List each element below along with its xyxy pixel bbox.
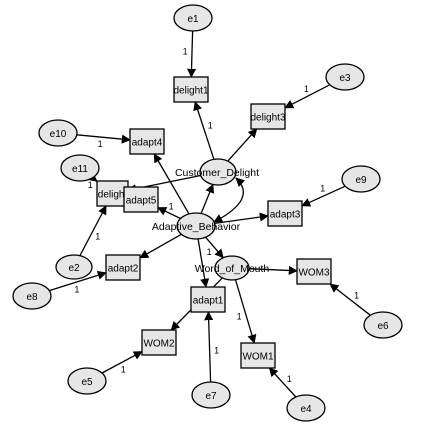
- indicator-label-WOM1: WOM1: [242, 352, 274, 363]
- indicator-label-adapt1: adapt1: [193, 296, 224, 307]
- indicator-label-WOM3: WOM3: [298, 268, 330, 279]
- indicator-label-adapt5: adapt5: [126, 196, 157, 207]
- error-ellipse-e7: [191, 381, 231, 409]
- error-ellipse-e2: [55, 254, 93, 280]
- loading-path-Customer_Delight-delight1: [193, 101, 215, 160]
- indicator-label-delight3: delight3: [250, 113, 285, 124]
- error-label-e5: e5: [81, 377, 93, 388]
- error-ellipse-e5: [67, 367, 107, 395]
- error-path-e2-delight2: [79, 205, 107, 257]
- error-path-e1-delight1: [186, 30, 197, 78]
- error-label-e3: e3: [339, 73, 351, 84]
- error-path-e4-WOM1: [268, 367, 297, 398]
- error-path-e8-adapt2-label: 1: [74, 284, 79, 294]
- loading-path-Word_of_Mouth-WOM1: [234, 279, 257, 344]
- indicator-box-adapt2: [105, 254, 141, 281]
- structural-path-Adaptive_Behavior-Customer_Delight: [200, 183, 215, 214]
- indicator-box-adapt3: [267, 200, 303, 227]
- latent-ellipse-Customer_Delight: [199, 158, 237, 186]
- latent-ellipse-Word_of_Mouth: [214, 255, 250, 281]
- error-ellipse-e6: [363, 311, 403, 339]
- indicator-label-adapt2: adapt2: [108, 264, 139, 275]
- loading-path-Adaptive_Behavior-adapt4: [153, 153, 190, 215]
- error-path-e3-delight3-label: 1: [304, 84, 309, 94]
- error-path-e5-WOM2: [101, 351, 143, 374]
- loading-path-Adaptive_Behavior-adapt1: [197, 238, 210, 288]
- structural-path-Adaptive_Behavior-Word_of_Mouth: [205, 236, 224, 259]
- indicator-box-delight3: [250, 103, 286, 130]
- latent-label-Customer_Delight: Customer_Delight: [175, 167, 259, 179]
- error-label-e2: e2: [68, 263, 80, 274]
- error-path-e9-adapt3: [301, 185, 346, 207]
- error-path-e6-WOM3-label: 1: [354, 291, 359, 301]
- structural-path-Adaptive_Behavior-Word_of_Mouth-label: 1: [207, 247, 212, 257]
- loading-path-Customer_Delight-delight1-label: 1: [208, 121, 213, 131]
- error-path-e11-delight2: [87, 172, 98, 182]
- error-ellipse-e8: [12, 282, 52, 310]
- latent-label-Adaptive_Behavior: Adaptive_Behavior: [152, 221, 241, 233]
- error-path-e1-delight1-label: 1: [183, 47, 188, 57]
- indicator-label-delight2: delight: [98, 190, 128, 201]
- indicator-box-WOM1: [240, 342, 276, 369]
- error-label-e9: e9: [355, 175, 367, 186]
- error-path-e6-WOM3: [329, 283, 371, 316]
- indicator-label-delight1: delight1: [173, 86, 208, 97]
- error-label-e8: e8: [26, 292, 38, 303]
- error-label-e7: e7: [205, 391, 217, 402]
- error-ellipse-e10: [38, 119, 78, 147]
- indicator-box-adapt5: [123, 186, 159, 213]
- covariance-Customer_Delight-Adaptive_Behavior: [213, 177, 246, 223]
- indicator-box-adapt4: [129, 128, 165, 155]
- error-label-e11: e11: [72, 164, 88, 175]
- indicator-box-adapt1: [190, 286, 226, 313]
- indicator-label-adapt3: adapt3: [270, 210, 301, 221]
- error-path-e10-adapt4: [76, 134, 131, 144]
- loading-path-Adaptive_Behavior-adapt2: [139, 233, 182, 259]
- error-path-e5-WOM2-label: 1: [121, 365, 126, 375]
- error-label-e1: e1: [187, 14, 199, 25]
- error-path-e11-delight2-label: 1: [88, 180, 93, 190]
- error-path-e2-delight2-label: 1: [95, 232, 100, 242]
- error-path-e4-WOM1-label: 1: [287, 374, 292, 384]
- error-path-e3-delight3: [284, 84, 331, 109]
- error-ellipse-e3: [325, 63, 365, 91]
- error-path-e7-adapt1-label: 1: [214, 345, 219, 355]
- error-ellipse-e4: [286, 394, 326, 422]
- error-path-e8-adapt2: [49, 270, 107, 292]
- error-path-e7-adapt1: [204, 311, 214, 383]
- loading-path-Word_of_Mouth-WOM3: [248, 265, 298, 275]
- indicator-box-WOM2: [141, 329, 177, 356]
- error-label-e4: e4: [300, 404, 312, 415]
- latent-label-Word_of_Mouth: Word_of_Mouth: [195, 263, 270, 275]
- error-label-e10: e10: [50, 129, 67, 140]
- error-ellipse-e11: [60, 154, 100, 182]
- error-ellipse-e9: [341, 165, 381, 193]
- error-ellipse-e1: [173, 4, 213, 32]
- error-label-e6: e6: [377, 321, 389, 332]
- loading-path-Word_of_Mouth-WOM1-label: 1: [237, 312, 242, 322]
- paths-layer: 1 1 1 1 1 1 1 1 1 1 1 1 1 1 1: [49, 30, 371, 398]
- indicator-label-adapt4: adapt4: [132, 138, 163, 149]
- loading-path-Customer_Delight-delight3: [227, 128, 258, 162]
- indicator-box-WOM3: [296, 258, 332, 285]
- error-path-e10-adapt4-label: 1: [98, 139, 103, 149]
- loading-path-Adaptive_Behavior-adapt5-label: 1: [169, 201, 174, 211]
- indicator-label-WOM2: WOM2: [143, 339, 175, 350]
- latent-ellipse-Adaptive_Behavior: [176, 212, 216, 240]
- nodes-layer: delight1 delight3 delight adapt4 adapt5 adapt…: [12, 4, 403, 422]
- indicator-box-delight1: [173, 76, 209, 103]
- loading-path-Adaptive_Behavior-adapt5: [157, 207, 181, 220]
- error-path-e9-adapt3-label: 1: [320, 184, 325, 194]
